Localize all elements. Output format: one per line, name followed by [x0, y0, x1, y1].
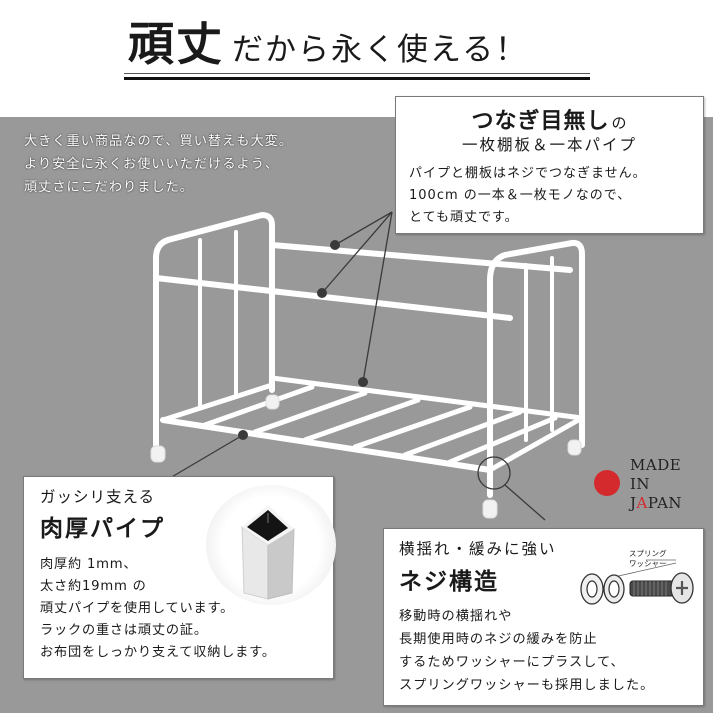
heading-particle: の [611, 114, 628, 132]
spring-washer-label: スプリング ワッシャー [629, 549, 667, 569]
mij-line-japan: JAPAN [630, 494, 682, 513]
title-emphasis: 頑丈 [128, 17, 224, 71]
body-line: ラックの重さは頑丈の証。 [40, 623, 208, 638]
body-line: 太さ約19mm の [40, 579, 147, 594]
title-rest: だから永く使える！ [232, 32, 529, 68]
mij-pan: PAN [647, 494, 683, 512]
intro-text: 大きく重い商品なので、買い替えも大変。 より安全に永くお使いいただけるよう、 頑… [24, 130, 293, 199]
japan-flag-dot-icon [594, 470, 620, 496]
feature-seamless-subheading: 一枚棚板＆一本パイプ [461, 136, 637, 154]
intro-line: 頑丈さにこだわりました。 [24, 180, 194, 195]
feature-screw-heading-small: 横揺れ・緩みに強い [399, 540, 557, 558]
body-line: パイプと棚板はネジでつなぎません。 [409, 166, 647, 181]
body-line: 肉厚約 1mm、 [40, 557, 138, 572]
made-in-japan-text: MADE IN JAPAN [630, 456, 682, 513]
feature-seamless-heading: つなぎ目無しの [396, 103, 703, 135]
intro-line: 大きく重い商品なので、買い替えも大変。 [24, 134, 294, 149]
body-line: 100cm の一本＆一枚モノなので、 [409, 188, 632, 203]
feature-screw-panel: 横揺れ・緩みに強い ネジ構造 スプリング ワッシャー 移動時の横揺れや 長期使用… [383, 528, 704, 706]
body-line: するためワッシャーにプラスして、 [399, 655, 625, 670]
washer-screw-icon [580, 559, 694, 605]
feature-seamless-body: パイプと棚板はネジでつなぎません。 100cm の一本＆一枚モノなので、 とても… [409, 163, 647, 229]
feature-pipe-heading-small: ガッシリ支える [40, 488, 156, 506]
body-line: お布団をしっかり支えて収納します。 [40, 645, 276, 660]
feature-screw-body: 移動時の横揺れや 長期使用時のネジの緩みを防止 するためワッシャーにプラスして、… [399, 605, 654, 697]
label-line: スプリング [629, 549, 667, 558]
body-line: 長期使用時のネジの緩みを防止 [399, 632, 598, 647]
feature-seamless-panel: つなぎ目無しの 一枚棚板＆一本パイプ パイプと棚板はネジでつなぎません。 100… [395, 96, 704, 234]
body-line: スプリングワッシャーも採用しました。 [399, 678, 655, 693]
title-underline-thick [124, 77, 590, 80]
body-line: 頑丈パイプを使用しています。 [40, 601, 235, 616]
header: 頑丈 だから永く使える！ [0, 0, 713, 117]
mij-line-in: IN [630, 475, 651, 493]
feature-screw-heading: ネジ構造 [399, 569, 499, 595]
intro-line: より安全に永くお使いいただけるよう、 [24, 157, 280, 172]
page-title: 頑丈 だから永く使える！ [128, 8, 528, 74]
mij-a-red: A [636, 494, 648, 512]
feature-pipe-heading: 肉厚パイプ [40, 516, 165, 542]
body-line: 移動時の横揺れや [399, 609, 513, 624]
title-underline-thin [124, 73, 590, 74]
heading-main: つなぎ目無し [471, 109, 610, 134]
feature-pipe-body: 肉厚約 1mm、 太さ約19mm の 頑丈パイプを使用しています。 ラックの重さ… [40, 554, 276, 664]
feature-pipe-panel: ガッシリ支える 肉厚パイプ 肉厚約 1mm、 太さ約19mm の 頑丈パイプを使… [23, 476, 336, 679]
square-pipe-icon [241, 505, 295, 600]
mij-j: J [630, 494, 637, 512]
label-line: ワッシャー [629, 559, 667, 568]
body-line: とても頑丈です。 [409, 210, 519, 225]
mij-line-made: MADE [630, 456, 682, 474]
